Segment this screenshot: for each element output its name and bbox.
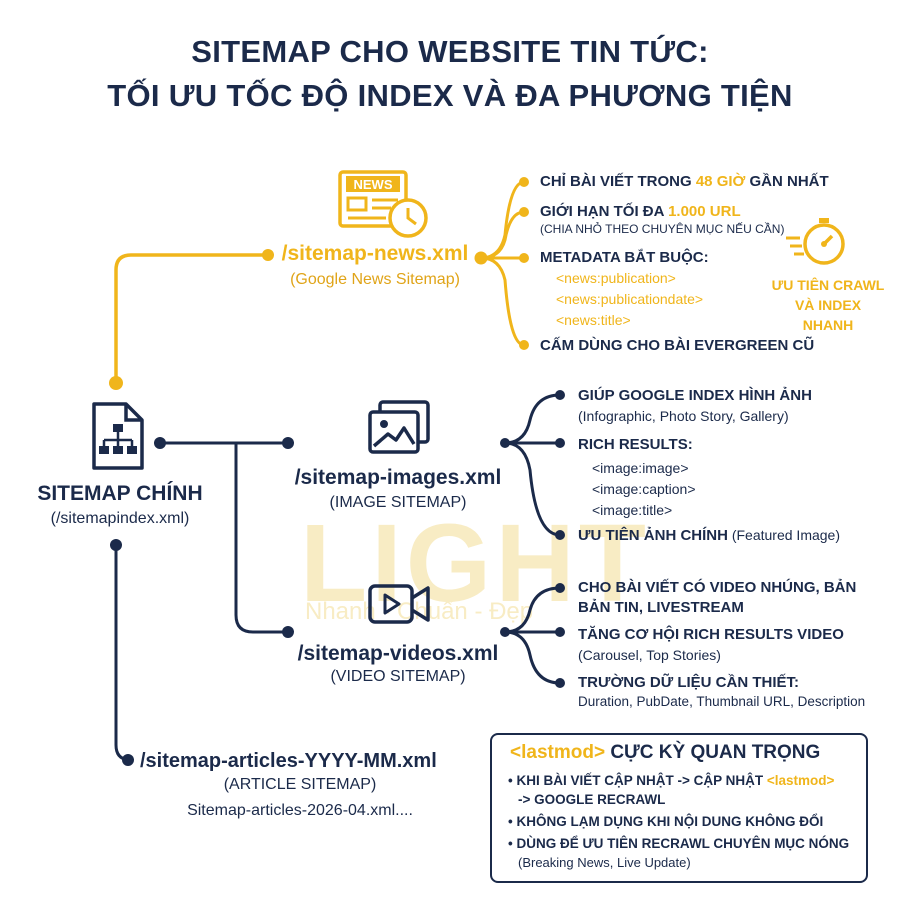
images-code-title: <image:title> bbox=[592, 502, 673, 518]
watermark-tagline: Nhanh - Chuẩn - Đẹp bbox=[305, 598, 534, 625]
news-clock-icon: NEWS bbox=[338, 170, 428, 238]
articles-sitemap-example: Sitemap-articles-2026-04.xml.... bbox=[187, 802, 413, 819]
images-item-index: GIÚP GOOGLE INDEX HÌNH ẢNH bbox=[578, 387, 812, 404]
lastmod-box-title: <lastmod> CỰC KỲ QUAN TRỌNG bbox=[510, 742, 821, 763]
priority-crawl-label: ƯU TIÊN CRAWL VÀ INDEX NHANH bbox=[771, 277, 885, 333]
news-code-title: <news:title> bbox=[556, 312, 631, 328]
images-item-index-sub: (Infographic, Photo Story, Gallery) bbox=[578, 408, 789, 424]
articles-sitemap-label: /sitemap-articles-YYYY-MM.xml bbox=[140, 750, 437, 772]
lastmod-item-priority-sub: (Breaking News, Live Update) bbox=[518, 855, 691, 870]
videos-sitemap-label: /sitemap-videos.xml bbox=[297, 642, 499, 665]
images-code-image: <image:image> bbox=[592, 460, 689, 476]
news-sitemap-label: /sitemap-news.xml bbox=[281, 242, 469, 265]
images-item-featured: ƯU TIÊN ẢNH CHÍNH (Featured Image) bbox=[578, 527, 841, 544]
image-gallery-icon bbox=[368, 400, 430, 454]
videos-item-fields-sub: Duration, PubDate, Thumbnail URL, Descri… bbox=[578, 694, 866, 709]
news-code-publication: <news:publication> bbox=[556, 270, 676, 286]
lastmod-item-update: • KHI BÀI VIẾT CẬP NHẬT -> CẬP NHẬT <las… bbox=[508, 773, 835, 788]
news-sitemap-sub: (Google News Sitemap) bbox=[290, 271, 460, 288]
sitemap-file-icon bbox=[92, 402, 144, 470]
images-sitemap-label: /sitemap-images.xml bbox=[294, 466, 502, 489]
news-item-limit: GIỚI HẠN TỐI ĐA 1.000 URL bbox=[540, 203, 741, 220]
lastmod-box bbox=[490, 733, 868, 883]
stopwatch-icon bbox=[786, 218, 845, 265]
news-item-48h: CHỈ BÀI VIẾT TRONG 48 GIỜ GẦN NHẤT bbox=[540, 173, 829, 190]
images-item-rich: RICH RESULTS: bbox=[578, 436, 693, 453]
videos-item-embedded: CHO BÀI VIẾT CÓ VIDEO NHÚNG, BẢN bbox=[578, 579, 857, 596]
page-title: SITEMAP CHO WEBSITE TIN TỨC: TỐI ƯU TỐC … bbox=[107, 34, 793, 113]
videos-item-rich: TĂNG CƠ HỘI RICH RESULTS VIDEO bbox=[578, 626, 844, 643]
watermark-logo: LIGHT bbox=[300, 502, 650, 625]
videos-item-fields: TRƯỜNG DỮ LIỆU CẦN THIẾT: bbox=[578, 674, 800, 691]
articles-sitemap-sub: (ARTICLE SITEMAP) bbox=[223, 776, 377, 793]
main-sitemap-label: SITEMAP CHÍNH bbox=[37, 482, 203, 505]
videos-item-rich-sub: (Carousel, Top Stories) bbox=[578, 647, 721, 663]
images-code-caption: <image:caption> bbox=[592, 481, 696, 497]
images-sitemap-sub: (IMAGE SITEMAP) bbox=[329, 494, 467, 511]
news-code-publicationdate: <news:publicationdate> bbox=[556, 291, 704, 307]
lastmod-item-update-line2: -> GOOGLE RECRAWL bbox=[518, 792, 666, 807]
svg-text:NEWS: NEWS bbox=[354, 177, 393, 192]
news-item-evergreen: CẤM DÙNG CHO BÀI EVERGREEN CŨ bbox=[540, 337, 815, 354]
news-item-metadata: METADATA BẮT BUỘC: bbox=[540, 249, 709, 266]
lastmod-item-priority: • DÙNG ĐỂ ƯU TIÊN RECRAWL CHUYÊN MỤC NÓN… bbox=[508, 836, 850, 851]
lastmod-item-no-abuse: • KHÔNG LẠM DỤNG KHI NỘI DUNG KHÔNG ĐỔI bbox=[508, 814, 824, 829]
video-camera-icon bbox=[368, 584, 430, 624]
main-sitemap-path: (/sitemapindex.xml) bbox=[50, 510, 190, 527]
news-item-limit-sub: (CHIA NHỎ THEO CHUYÊN MỤC NẾU CẦN) bbox=[540, 222, 785, 236]
videos-sitemap-sub: (VIDEO SITEMAP) bbox=[330, 668, 466, 685]
videos-item-embedded-line2: BẢN TIN, LIVESTREAM bbox=[578, 599, 744, 616]
